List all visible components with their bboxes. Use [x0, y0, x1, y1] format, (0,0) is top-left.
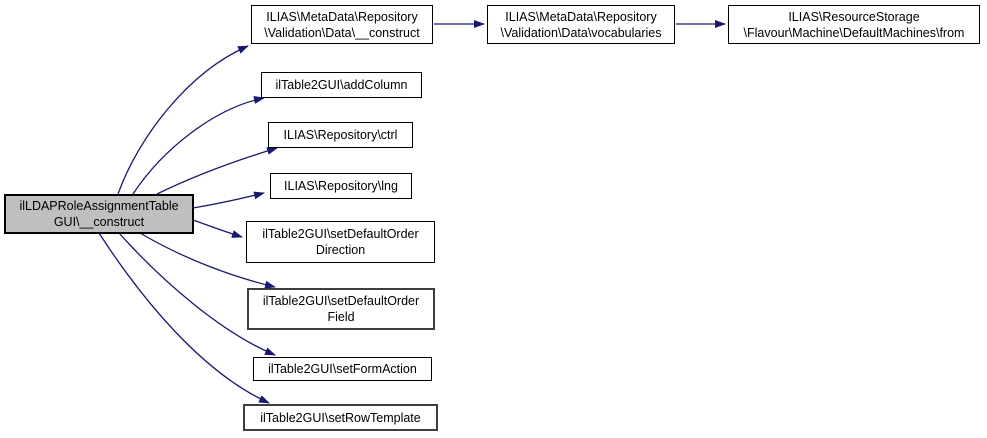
node-iltable2gui-setrowtemplate[interactable]: ilTable2GUI\setRowTemplate [243, 404, 438, 431]
node-label-line: \Validation\Data\__construct [264, 25, 420, 40]
edge-root-ctrl [156, 147, 278, 195]
node-ilias-repository-ctrl[interactable]: ILIAS\Repository\ctrl [268, 122, 413, 148]
node-iltable2gui-setdefaultorderfield[interactable]: ilTable2GUI\setDefaultOrder Field [247, 288, 435, 330]
node-label-line: ILIAS\Repository\lng [284, 179, 398, 193]
node-label-line: GUI\__construct [53, 215, 145, 229]
node-label-line: Field [327, 310, 355, 324]
node-label-line: Direction [315, 243, 366, 257]
node-label-line: \Flavour\Machine\DefaultMachines\from [743, 25, 965, 40]
edge-root-add-column [132, 96, 265, 195]
node-metadata-validation-data-construct[interactable]: ILIAS\MetaData\Repository \Validation\Da… [251, 5, 433, 44]
node-label-line: ilTable2GUI\setFormAction [268, 362, 417, 376]
node-illdaproleassignmenttablegui-construct: ilLDAPRoleAssignmentTable GUI\__construc… [4, 194, 194, 234]
node-label-line: ilLDAPRoleAssignmentTable [19, 199, 179, 213]
edge-root-md-construct [117, 45, 249, 195]
node-label-line: ilTable2GUI\addColumn [275, 78, 408, 92]
edge-root-set-order-field [139, 232, 276, 289]
node-metadata-validation-data-vocabularies[interactable]: ILIAS\MetaData\Repository \Validation\Da… [487, 5, 675, 44]
node-label-line: ILIAS\Repository\ctrl [283, 128, 398, 142]
node-label-line: ilTable2GUI\setRowTemplate [260, 410, 421, 425]
node-label-line: \Validation\Data\vocabularies [500, 25, 662, 40]
edge-root-set-form-action [118, 232, 276, 356]
node-iltable2gui-addcolumn[interactable]: ilTable2GUI\addColumn [261, 72, 422, 98]
edge-root-lng [192, 191, 265, 209]
node-label-line: ILIAS\MetaData\Repository [505, 9, 657, 24]
node-label-line: ILIAS\MetaData\Repository [266, 9, 418, 24]
node-label-line: ilTable2GUI\setDefaultOrder [262, 227, 419, 241]
edge-root-set-order-direction [192, 219, 243, 238]
node-ilias-repository-lng[interactable]: ILIAS\Repository\lng [270, 173, 412, 199]
node-label-line: ILIAS\ResourceStorage [788, 9, 920, 24]
edge-root-set-row-template [98, 232, 270, 404]
node-iltable2gui-setdefaultorderdirection[interactable]: ilTable2GUI\setDefaultOrder Direction [246, 221, 435, 263]
node-resourcestorage-defaultmachines-from[interactable]: ILIAS\ResourceStorage \Flavour\Machine\D… [728, 5, 980, 44]
node-label-line: ilTable2GUI\setDefaultOrder [262, 294, 420, 308]
node-iltable2gui-setformaction[interactable]: ilTable2GUI\setFormAction [253, 357, 432, 381]
